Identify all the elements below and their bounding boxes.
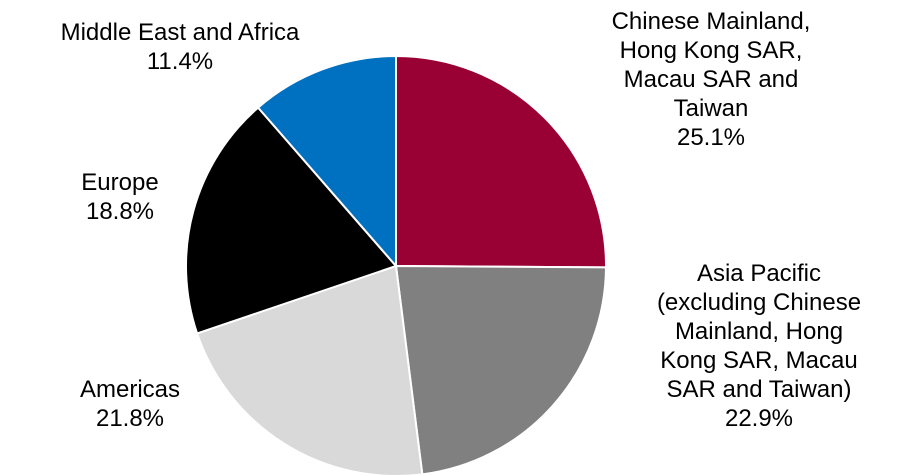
slice-label-europe: Europe 18.8% xyxy=(20,168,220,226)
slice-label-chinese-mainland: Chinese Mainland,Hong Kong SAR,Macau SAR… xyxy=(561,7,861,152)
pie-slices xyxy=(185,55,608,476)
slice-label-middle-east-africa: Middle East and Africa 11.4% xyxy=(10,18,350,76)
pie-slice-3 xyxy=(185,106,397,335)
slice-label-value: 25.1% xyxy=(676,124,746,151)
slice-label-name: Americas xyxy=(79,376,181,403)
slice-label-value: 21.8% xyxy=(95,405,165,432)
pie-slice-0 xyxy=(395,55,608,269)
slice-label-name: Europe xyxy=(81,169,159,196)
slice-label-value: 11.4% xyxy=(146,48,214,75)
slice-label-value: 22.9% xyxy=(724,405,794,432)
slice-label-value: 18.8% xyxy=(85,198,155,225)
slice-label-name: Chinese Mainland,Hong Kong SAR,Macau SAR… xyxy=(611,8,811,122)
pie-slice-1 xyxy=(395,265,607,476)
slice-label-name: Middle East and Africa xyxy=(60,19,300,46)
pie-slice-4 xyxy=(257,55,397,267)
slice-label-americas: Americas 21.8% xyxy=(30,375,230,433)
